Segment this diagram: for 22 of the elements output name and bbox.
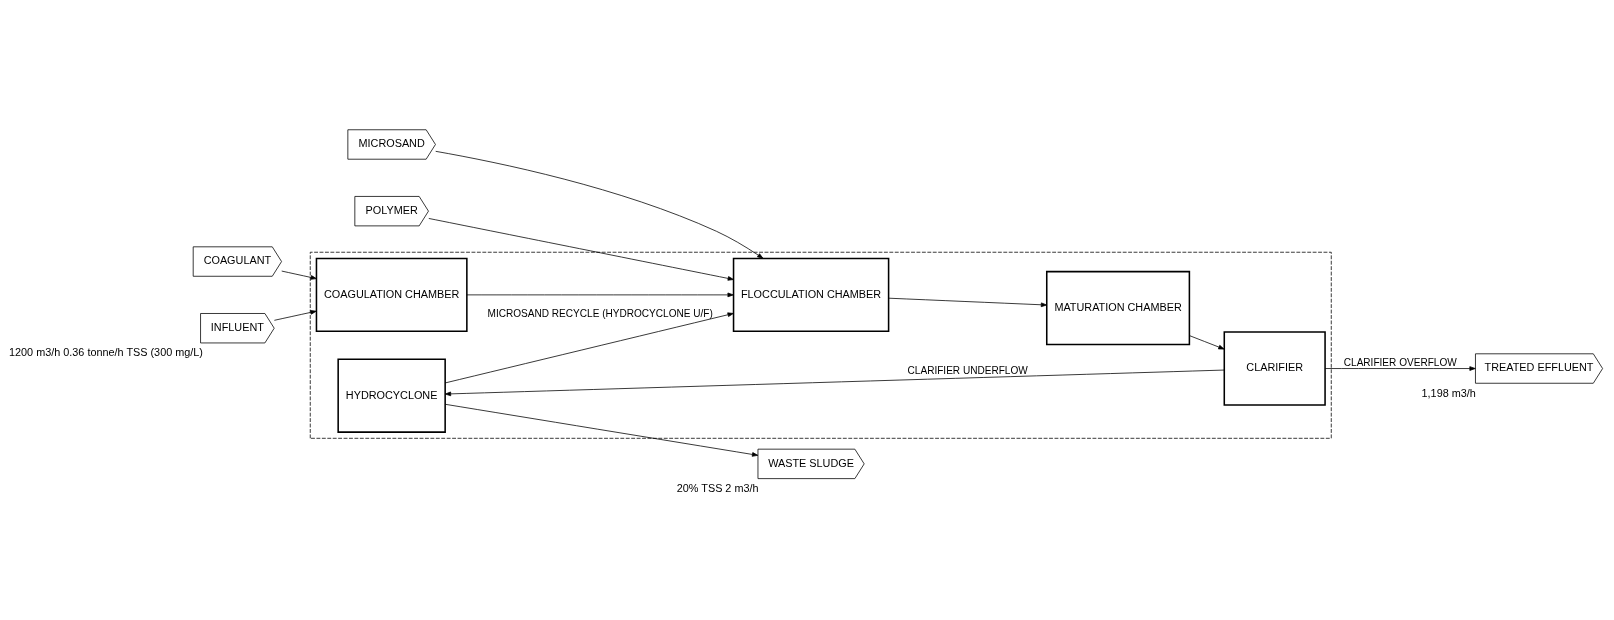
- node-label: 1,198 m3/h: [1421, 386, 1476, 399]
- arrow: [444, 369, 1225, 397]
- arrow: [435, 150, 764, 259]
- edge-label: CLARIFIER OVERFLOW: [1343, 356, 1457, 368]
- arrow: [1189, 335, 1225, 350]
- arrow: [466, 292, 734, 298]
- node-box: MATURATION CHAMBER: [1045, 270, 1191, 346]
- arrow: [444, 403, 759, 457]
- arrow: [1324, 366, 1476, 371]
- node-box: COAGULATION CHAMBER: [315, 257, 468, 333]
- edge-label: CLARIFIER UNDERFLOW: [907, 365, 1028, 377]
- arrow: [281, 270, 317, 280]
- node-box: CLARIFIER: [1223, 331, 1326, 406]
- node-box: HYDROCYCLONE: [337, 358, 446, 433]
- node-label: 20% TSS 2 m3/h: [676, 481, 759, 494]
- arrow: [888, 297, 1048, 308]
- arrow: [428, 218, 734, 281]
- edge-label: MICROSAND RECYCLE (HYDROCYCLONE U/F): [487, 307, 713, 319]
- node-label: 1200 m3/h 0.36 tonne/h TSS (300 mg/L): [9, 346, 203, 359]
- node-box: FLOCCULATION CHAMBER: [732, 257, 890, 333]
- arrow: [444, 312, 734, 384]
- arrow: [273, 310, 317, 321]
